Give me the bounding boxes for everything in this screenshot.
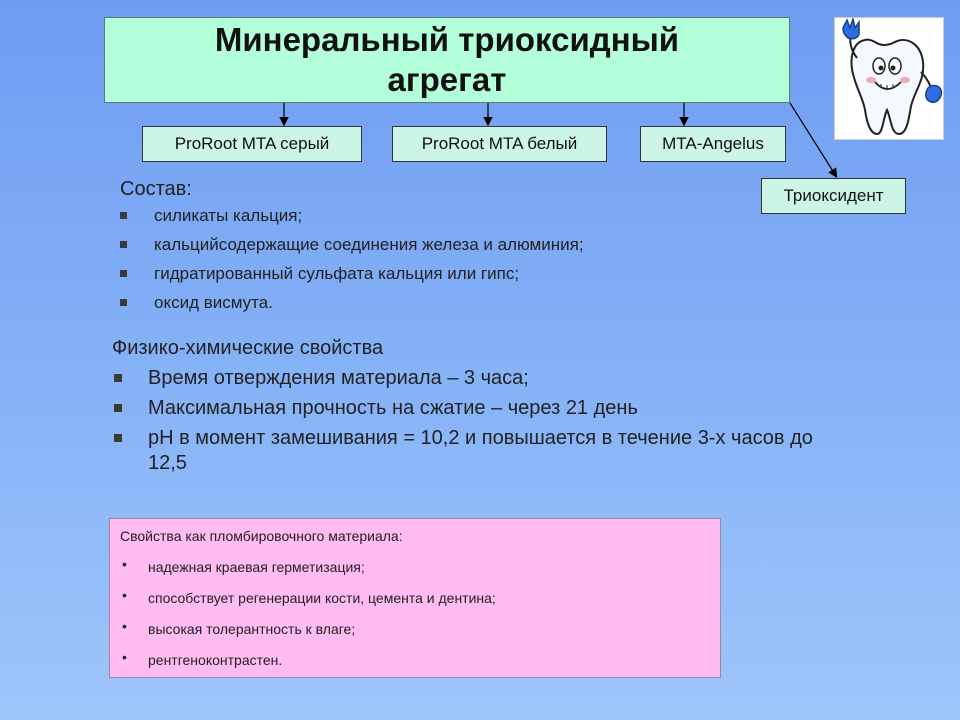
composition-heading: Состав: bbox=[120, 178, 192, 200]
list-item: гидратированный сульфата кальция или гип… bbox=[118, 263, 584, 292]
list-item: кальцийсодержащие соединения железа и ал… bbox=[118, 234, 584, 263]
bullet-dot-icon: • bbox=[122, 618, 127, 634]
variant-proroot-white: ProRoot MTA белый bbox=[392, 126, 607, 162]
list-item: Максимальная прочность на сжатие – через… bbox=[112, 396, 852, 421]
variant-proroot-grey: ProRoot MTA серый bbox=[142, 126, 362, 162]
list-item: оксид висмута. bbox=[118, 292, 584, 321]
square-bullet-icon bbox=[114, 434, 122, 442]
variant-mta-angelus: MTA-Angelus bbox=[640, 126, 786, 162]
bullet-dot-icon: • bbox=[122, 649, 127, 665]
arrow-to-variant-4 bbox=[789, 102, 838, 179]
list-item: pH в момент замешивания = 10,2 и повышае… bbox=[112, 426, 828, 476]
square-bullet-icon bbox=[120, 270, 127, 277]
list-item: •рентгеноконтрастен. bbox=[122, 649, 283, 668]
square-bullet-icon bbox=[120, 299, 127, 306]
composition-list: силикаты кальция; кальцийсодержащие соед… bbox=[118, 205, 584, 321]
title-box: Минеральный триоксидный агрегат bbox=[104, 17, 790, 103]
physchem-heading: Физико-химические свойства bbox=[112, 337, 384, 359]
variant-trioxident: Триоксидент bbox=[761, 178, 906, 214]
filling-properties-box: Свойства как пломбировочного материала: … bbox=[109, 518, 721, 678]
list-item: силикаты кальция; bbox=[118, 205, 584, 234]
square-bullet-icon bbox=[114, 404, 122, 412]
square-bullet-icon bbox=[114, 374, 122, 382]
filling-heading: Свойства как пломбировочного материала: bbox=[120, 528, 403, 544]
bullet-dot-icon: • bbox=[122, 556, 127, 572]
square-bullet-icon bbox=[120, 241, 127, 248]
square-bullet-icon bbox=[120, 212, 127, 219]
filling-list: •надежная краевая герметизация; •способс… bbox=[120, 556, 496, 681]
bullet-dot-icon: • bbox=[122, 587, 127, 603]
list-item: •высокая толерантность к влаге; bbox=[122, 618, 356, 637]
page-title: Минеральный триоксидный агрегат bbox=[214, 21, 680, 98]
list-item: •надежная краевая герметизация; bbox=[122, 556, 365, 575]
list-item: Время отверждения материала – 3 часа; bbox=[112, 366, 852, 391]
physchem-list: Время отверждения материала – 3 часа; Ма… bbox=[112, 366, 852, 481]
tooth-mascot-icon bbox=[834, 16, 944, 140]
list-item: •способствует регенерации кости, цемента… bbox=[122, 587, 496, 606]
